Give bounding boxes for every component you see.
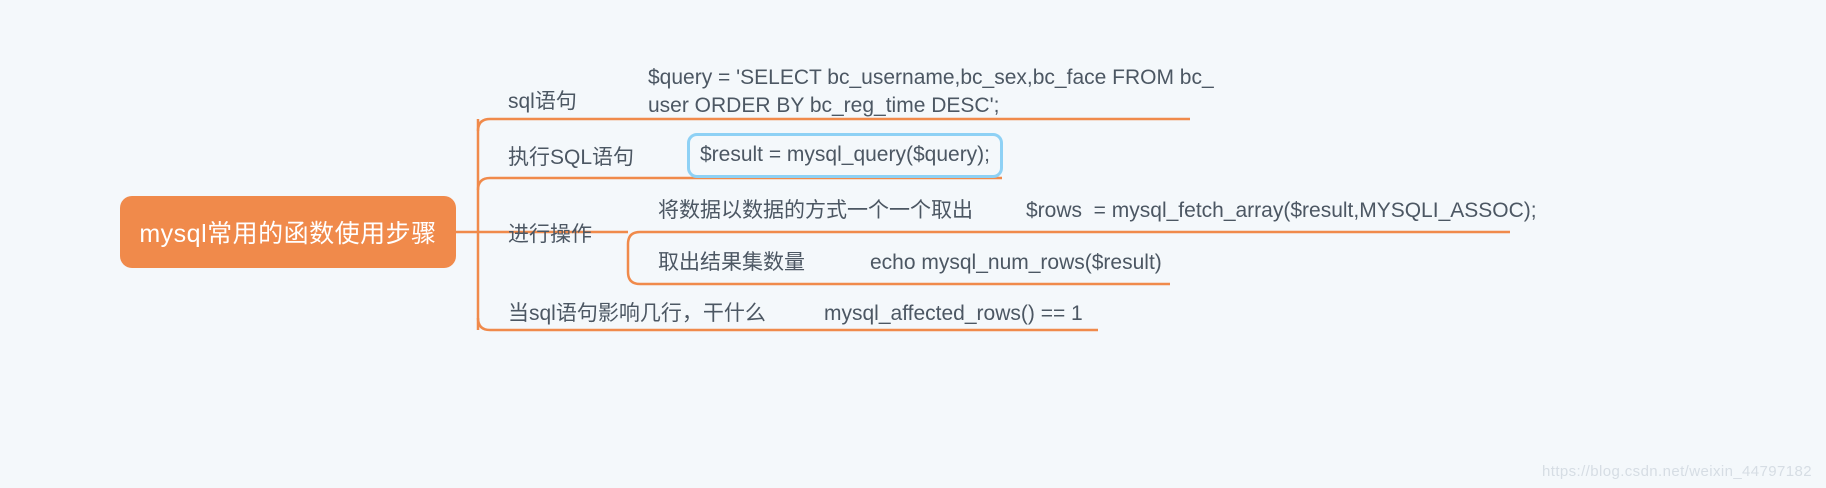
detail-mysql-affected-rows: mysql_affected_rows() == 1 [824, 302, 1083, 325]
highlighted-code-box[interactable]: $result = mysql_query($query); [687, 133, 1003, 178]
detail-sql-query-line2: user ORDER BY bc_reg_time DESC'; [648, 94, 1000, 117]
branch-label-fetch-rows-one-by-one[interactable]: 将数据以数据的方式一个一个取出 [658, 199, 973, 222]
root-node-label: mysql常用的函数使用步骤 [139, 220, 437, 248]
root-node[interactable]: mysql常用的函数使用步骤 [120, 196, 456, 268]
branch-label-affected-rows[interactable]: 当sql语句影响几行，干什么 [508, 302, 766, 325]
watermark-text: https://blog.csdn.net/weixin_44797182 [1542, 463, 1812, 480]
branch-label-sql-statement[interactable]: sql语句 [508, 90, 577, 113]
detail-mysql-fetch-array: $rows = mysql_fetch_array($result,MYSQLI… [1026, 199, 1537, 222]
detail-sql-query-line1: $query = 'SELECT bc_username,bc_sex,bc_f… [648, 66, 1214, 89]
branch-label-execute-sql[interactable]: 执行SQL语句 [508, 146, 635, 169]
detail-mysql-num-rows: echo mysql_num_rows($result) [870, 251, 1162, 274]
branch-label-result-count[interactable]: 取出结果集数量 [658, 251, 805, 274]
branch-label-perform-operation[interactable]: 进行操作 [508, 223, 592, 246]
detail-mysql-query-call: $result = mysql_query($query); [699, 143, 991, 167]
